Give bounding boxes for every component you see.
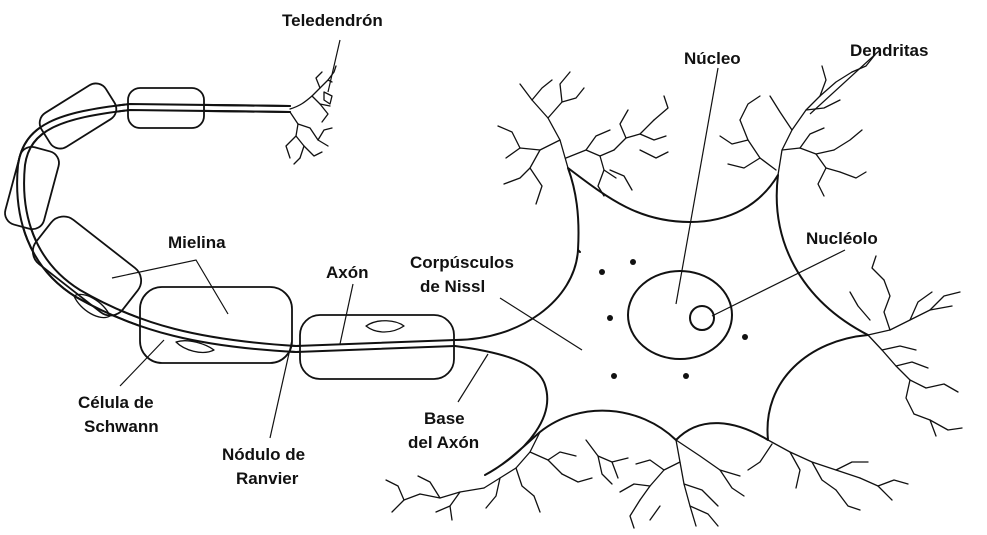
label-nodulo-line2: Ranvier — [236, 469, 299, 488]
sheath-segment — [26, 210, 147, 322]
leader-lines — [112, 40, 880, 438]
label-base-line1: Base — [424, 409, 465, 428]
sheath-segment — [2, 144, 61, 232]
nucleolus — [690, 306, 714, 330]
label-base-line2: del Axón — [408, 433, 479, 452]
label-nodulo-line1: Nódulo de — [222, 445, 305, 464]
leader-teledendron — [328, 40, 340, 92]
label-axon: Axón — [326, 263, 369, 282]
sheath-segment — [128, 88, 204, 128]
label-dendritas: Dendritas — [850, 41, 928, 60]
nissl-bodies — [599, 259, 748, 379]
myelin-sheaths — [2, 79, 454, 379]
telodendron-branches — [286, 66, 336, 164]
label-corpusculos-line1: Corpúsculos — [410, 253, 514, 272]
label-teledendron: Teledendrón — [282, 11, 383, 30]
label-nucleo: Núcleo — [684, 49, 741, 68]
leader-nucleo — [676, 68, 718, 304]
labels: Teledendrón Núcleo Dendritas Mielina Axó… — [78, 11, 928, 488]
label-celula-line1: Célula de — [78, 393, 154, 412]
leader-corpusculos — [500, 298, 582, 350]
label-corpusculos-line2: de Nissl — [420, 277, 485, 296]
label-mielina: Mielina — [168, 233, 226, 252]
sheath-segment — [35, 79, 121, 153]
leader-base — [458, 354, 488, 402]
cell-body — [455, 168, 868, 475]
label-celula-line2: Schwann — [84, 417, 159, 436]
label-nucleolo: Nucléolo — [806, 229, 878, 248]
